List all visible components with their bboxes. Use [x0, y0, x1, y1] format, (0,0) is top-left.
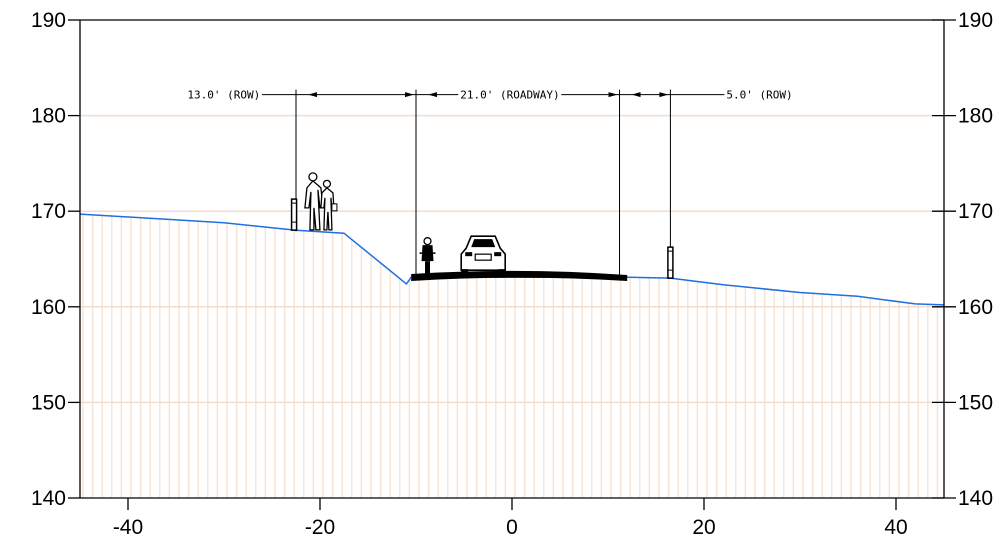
y-tick-label-left: 150: [31, 391, 66, 414]
axis-ticks: 140 140 150 150 160 160 170 170 180 180 190 190 -40 -…: [31, 9, 993, 539]
y-tick-label-left: 140: [31, 487, 66, 510]
y-tick-label-left: 170: [31, 200, 66, 223]
x-tick-label: 0: [506, 516, 518, 539]
y-tick-label-right: 160: [958, 296, 993, 319]
post: [667, 246, 674, 279]
dimension-label: 21.0' (ROADWAY): [460, 89, 559, 102]
car-wheel: [461, 269, 469, 275]
y-tick-label-left: 160: [31, 296, 66, 319]
post: [290, 198, 298, 231]
dimension-arrow: [608, 92, 618, 98]
dimension-label: 13.0' (ROW): [187, 89, 260, 102]
pedestrian-bag: [331, 203, 338, 212]
dimension-label: 5.0' (ROW): [726, 89, 792, 102]
x-tick-label: 40: [884, 516, 907, 539]
road-pavement: [411, 270, 628, 282]
pedestrian-head: [308, 172, 318, 182]
cyclist: [419, 237, 436, 277]
ground-hatch: [82, 214, 939, 498]
x-tick-label: 20: [692, 516, 715, 539]
dimension-arrow: [631, 92, 641, 98]
pedestrian-head: [322, 179, 332, 189]
cyclist-wheel: [425, 261, 431, 277]
x-tick-label: -20: [305, 516, 335, 539]
figures: [290, 172, 674, 279]
car-grille: [474, 253, 492, 261]
dimension-arrow: [659, 92, 669, 98]
ground-line: [79, 213, 945, 306]
x-tick-label: -40: [113, 516, 143, 539]
dimension-arrow: [428, 92, 437, 98]
ground-profile: [79, 213, 945, 306]
dimension-arrow: [308, 92, 317, 98]
y-tick-label-left: 190: [31, 9, 66, 32]
car: [460, 235, 507, 275]
cyclist-head: [423, 237, 432, 246]
pavement: [411, 270, 628, 282]
pedestrians: [304, 172, 338, 231]
car-windshield: [471, 239, 496, 248]
y-tick-label-right: 180: [958, 105, 993, 128]
dimension-arrow: [405, 92, 414, 98]
pedestrian-adult: [304, 179, 324, 231]
y-tick-label-right: 190: [958, 9, 993, 32]
car-headlight: [465, 252, 473, 257]
grid-lines: [80, 114, 944, 404]
y-tick-label-right: 140: [958, 487, 993, 510]
y-tick-label-right: 150: [958, 391, 993, 414]
y-tick-label-left: 180: [31, 105, 66, 128]
car-headlight: [494, 252, 502, 257]
y-tick-label-right: 170: [958, 200, 993, 223]
car-wheel: [498, 269, 506, 275]
